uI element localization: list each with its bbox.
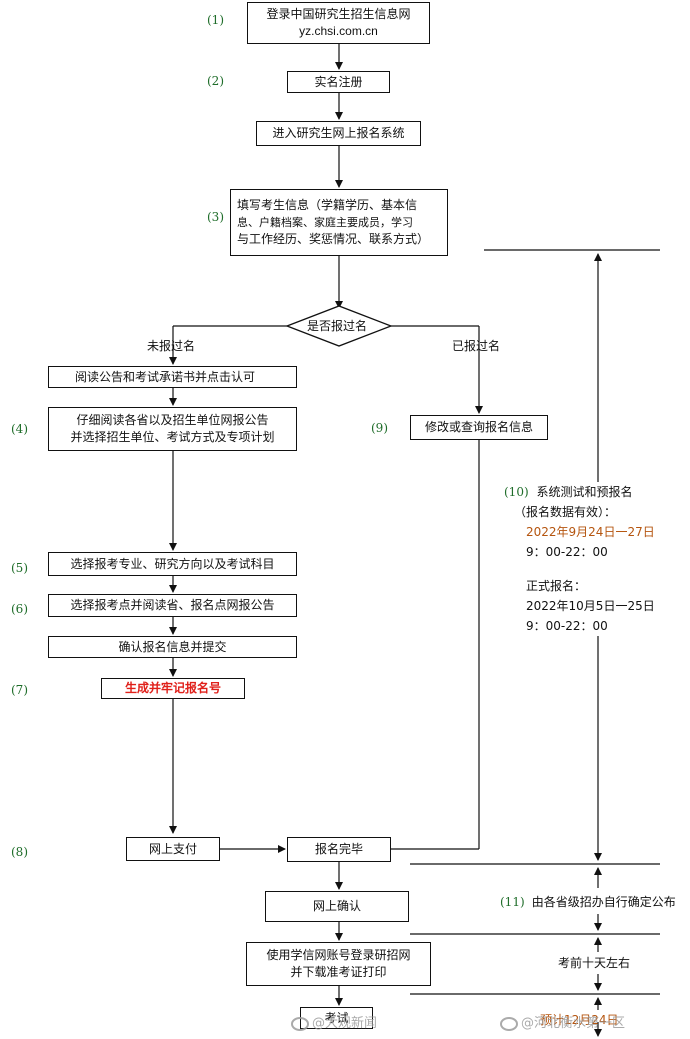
- read-notice-box: 阅读公告和考试承诺书并点击认可: [48, 366, 297, 388]
- select-site-box: 选择报考点并阅读省、报名点网报公告: [48, 594, 297, 617]
- print-admission-box: 使用学信网账号登录研招网 并下载准考证打印: [246, 942, 431, 986]
- step-number-11: (11): [500, 895, 525, 909]
- watermark-right: @河北衡水第一区: [500, 1012, 625, 1031]
- confirm-submit-box: 确认报名信息并提交: [48, 636, 297, 658]
- online-confirm-box: 网上确认: [265, 891, 409, 922]
- step-number-10: (10): [504, 485, 529, 499]
- step-number-3: (3): [207, 210, 224, 224]
- fill-info-line-3: 与工作经历、奖惩情况、联系方式）: [237, 232, 430, 246]
- online-confirm-note: (11) 由各省级招办自行确定公布: [498, 891, 678, 912]
- generate-number-box: 生成并牢记报名号: [101, 678, 245, 699]
- exam-box: 考试: [300, 1007, 373, 1029]
- registration-complete-box: 报名完毕: [287, 837, 391, 862]
- decision-diamond: [285, 305, 393, 347]
- weibo-icon: [291, 1016, 309, 1031]
- select-unit-box: 仔细阅读各省以及招生单位网报公告 并选择招生单位、考试方式及专项计划: [48, 407, 297, 451]
- step-number-9: (9): [371, 421, 388, 435]
- fill-info-line-2: 息、户籍档案、家庭主要成员，学习: [237, 216, 413, 229]
- print-time-note: 考前十天左右: [555, 953, 634, 973]
- branch-label-not-registered: 未报过名: [147, 339, 196, 353]
- pay-online-box: 网上支付: [126, 837, 220, 861]
- watermark-left: @大观新闻: [291, 1012, 377, 1031]
- exam-date-note: 预计12月24日: [540, 1013, 619, 1027]
- fill-info-box: 填写考生信息（学籍学历、基本信 息、户籍档案、家庭主要成员，学习 与工作经历、奖…: [230, 189, 448, 256]
- step-number-2: (2): [207, 74, 224, 88]
- watermark-left-text: @大观新闻: [312, 1016, 378, 1031]
- select-unit-line-2: 并选择招生单位、考试方式及专项计划: [70, 430, 275, 444]
- step-number-5: (5): [11, 561, 28, 575]
- timeline-registration-periods: (10) 系统测试和预报名 （报名数据有效）： 2022年9月24日一27日 9…: [504, 482, 684, 636]
- online-confirm-note-text: 由各省级招办自行确定公布: [531, 895, 676, 909]
- pretest-date: 2022年9月24日一27日: [526, 525, 655, 539]
- real-name-register-box: 实名注册: [287, 71, 390, 93]
- step-number-1: (1): [207, 13, 224, 27]
- print-admission-line-2: 并下载准考证打印: [290, 965, 387, 979]
- pretest-title: 系统测试和预报名: [536, 485, 633, 499]
- step-number-8: (8): [11, 845, 28, 859]
- select-major-box: 选择报考专业、研究方向以及考试科目: [48, 552, 297, 576]
- formal-registration-time: 9：00-22：00: [526, 619, 608, 633]
- watermark-right-text: @河北衡水第一区: [521, 1016, 626, 1031]
- formal-registration-date: 2022年10月5日一25日: [526, 599, 655, 613]
- decision-label: 是否报过名: [307, 319, 368, 333]
- fill-info-line-1: 填写考生信息（学籍学历、基本信: [237, 198, 418, 212]
- pretest-time: 9：00-22：00: [526, 545, 608, 559]
- weibo-icon: [500, 1016, 518, 1031]
- step-number-6: (6): [11, 602, 28, 616]
- login-website-box: 登录中国研究生招生信息网 yz.chsi.com.cn: [247, 2, 430, 44]
- step-number-7: (7): [11, 683, 28, 697]
- modify-query-box: 修改或查询报名信息: [410, 415, 548, 440]
- pretest-note: （报名数据有效）：: [514, 505, 617, 519]
- enter-system-box: 进入研究生网上报名系统: [256, 121, 421, 146]
- login-website-url: yz.chsi.com.cn: [299, 24, 378, 38]
- login-website-title: 登录中国研究生招生信息网: [266, 7, 411, 21]
- select-unit-line-1: 仔细阅读各省以及招生单位网报公告: [76, 413, 269, 427]
- step-number-4: (4): [11, 422, 28, 436]
- print-admission-line-1: 使用学信网账号登录研招网: [266, 948, 411, 962]
- formal-registration-title: 正式报名：: [526, 579, 587, 593]
- branch-label-registered: 已报过名: [452, 339, 501, 353]
